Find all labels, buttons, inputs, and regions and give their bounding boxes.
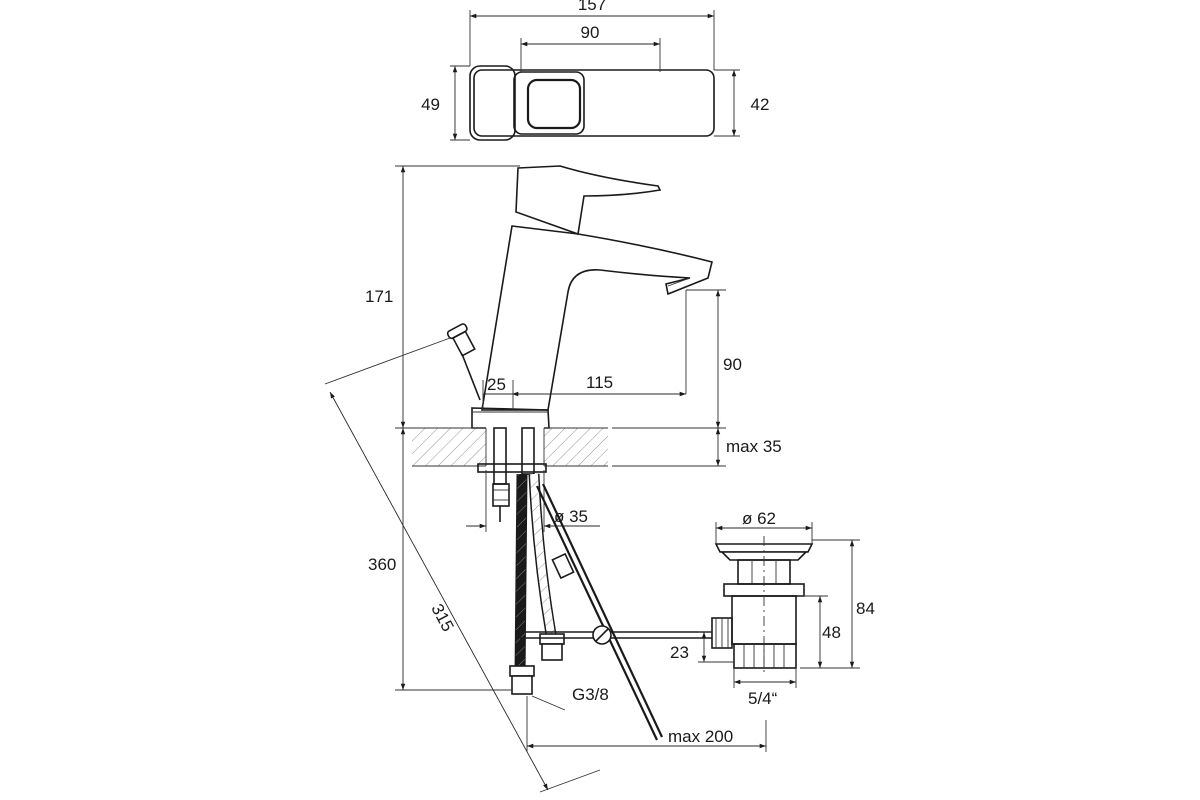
hose-fitting-upper-nut bbox=[541, 643, 563, 661]
top-view: 157 90 49 42 bbox=[421, 0, 770, 141]
top-view-body bbox=[473, 69, 715, 137]
dim-157: 157 bbox=[578, 0, 606, 14]
hose-fitting-lower-nut bbox=[511, 675, 533, 695]
hose-fitting-lower bbox=[509, 665, 535, 677]
top-view-base-left bbox=[469, 65, 516, 141]
dim-g38: G3/8 bbox=[572, 685, 609, 704]
dim-hole-35: ø 35 bbox=[554, 507, 588, 526]
popup-knob bbox=[446, 323, 476, 357]
hex-nut bbox=[492, 483, 510, 507]
top-view-handle-inner bbox=[526, 78, 582, 130]
dim-90-top: 90 bbox=[581, 23, 600, 42]
hose-fitting-upper bbox=[539, 633, 565, 645]
dim-max200: max 200 bbox=[668, 727, 733, 746]
dim-drain-62: ø 62 bbox=[742, 509, 776, 528]
dim-360: 360 bbox=[368, 555, 396, 574]
top-view-handle-outer bbox=[513, 71, 585, 135]
dim-90-spout: 90 bbox=[723, 355, 742, 374]
faucet-handle bbox=[515, 165, 662, 236]
dim-84: 84 bbox=[856, 599, 875, 618]
dim-49: 49 bbox=[421, 95, 440, 114]
drain-assembly bbox=[711, 536, 814, 676]
dim-5-4: 5/4“ bbox=[748, 689, 778, 708]
drain-dimensions: ø 62 84 48 23 5/4“ bbox=[670, 509, 875, 708]
side-dimensions: 171 90 115 25 max 35 bbox=[365, 165, 782, 467]
dim-171: 171 bbox=[365, 287, 393, 306]
rod-clip bbox=[551, 552, 575, 580]
dim-max35: max 35 bbox=[726, 437, 782, 456]
faucet-body bbox=[481, 225, 713, 411]
popup-rod bbox=[520, 483, 712, 741]
dim-48: 48 bbox=[822, 623, 841, 642]
dim-23: 23 bbox=[670, 643, 689, 662]
dim-315: 315 bbox=[427, 601, 457, 635]
drain-cap bbox=[714, 543, 814, 553]
dim-115: 115 bbox=[586, 373, 613, 392]
dim-42: 42 bbox=[751, 95, 770, 114]
drain-thread bbox=[733, 643, 797, 669]
dim-25: 25 bbox=[487, 375, 506, 394]
